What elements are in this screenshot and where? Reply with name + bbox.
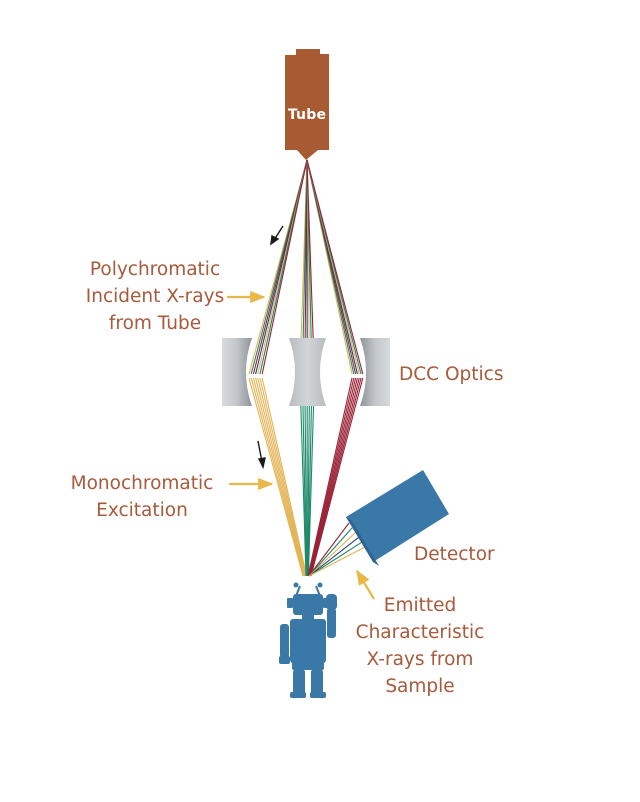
robot-figure-icon — [279, 583, 337, 699]
monochromatic-ray-left — [251, 378, 303, 576]
monochromatic-ray-right — [308, 378, 352, 576]
polychromatic-line-2: Incident X-rays — [60, 283, 250, 310]
monochromatic-ray-left — [258, 378, 306, 576]
dcc-optic-center — [289, 338, 326, 406]
xray-tube-icon — [285, 49, 329, 160]
emitted-line-3: X-rays from — [340, 646, 500, 673]
polychromatic-label: Polychromatic Incident X-rays from Tube — [60, 256, 250, 337]
monochromatic-line-1: Monochromatic — [54, 470, 230, 497]
emitted-line-2: Characteristic — [340, 619, 500, 646]
detector-label: Detector — [414, 541, 495, 568]
dcc-optic-left — [222, 338, 252, 406]
monochromatic-ray-left — [260, 378, 306, 576]
dcc-optics — [222, 338, 390, 406]
direction-arrow-icon — [271, 226, 283, 244]
emitted-line-4: Sample — [340, 673, 500, 700]
monochromatic-ray-left — [256, 378, 305, 576]
monochromatic-ray-left — [262, 378, 306, 576]
monochromatic-line-2: Excitation — [54, 497, 230, 524]
monochromatic-label: Monochromatic Excitation — [54, 470, 230, 524]
tube-label: Tube — [285, 107, 329, 123]
direction-arrow-icon — [258, 441, 265, 467]
emitted-label: Emitted Characteristic X-rays from Sampl… — [340, 592, 500, 700]
monochromatic-ray-right — [310, 378, 359, 576]
monochromatic-ray-right — [309, 378, 356, 576]
monochromatic-ray-left — [249, 378, 303, 576]
dcc-optics-label: DCC Optics — [399, 361, 503, 388]
monochromatic-ray-left — [253, 378, 304, 576]
monochromatic-ray-right — [310, 378, 358, 576]
polychromatic-line-3: from Tube — [60, 310, 250, 337]
dcc-optic-right — [360, 338, 390, 406]
polychromatic-line-1: Polychromatic — [60, 256, 250, 283]
emitted-line-1: Emitted — [340, 592, 500, 619]
